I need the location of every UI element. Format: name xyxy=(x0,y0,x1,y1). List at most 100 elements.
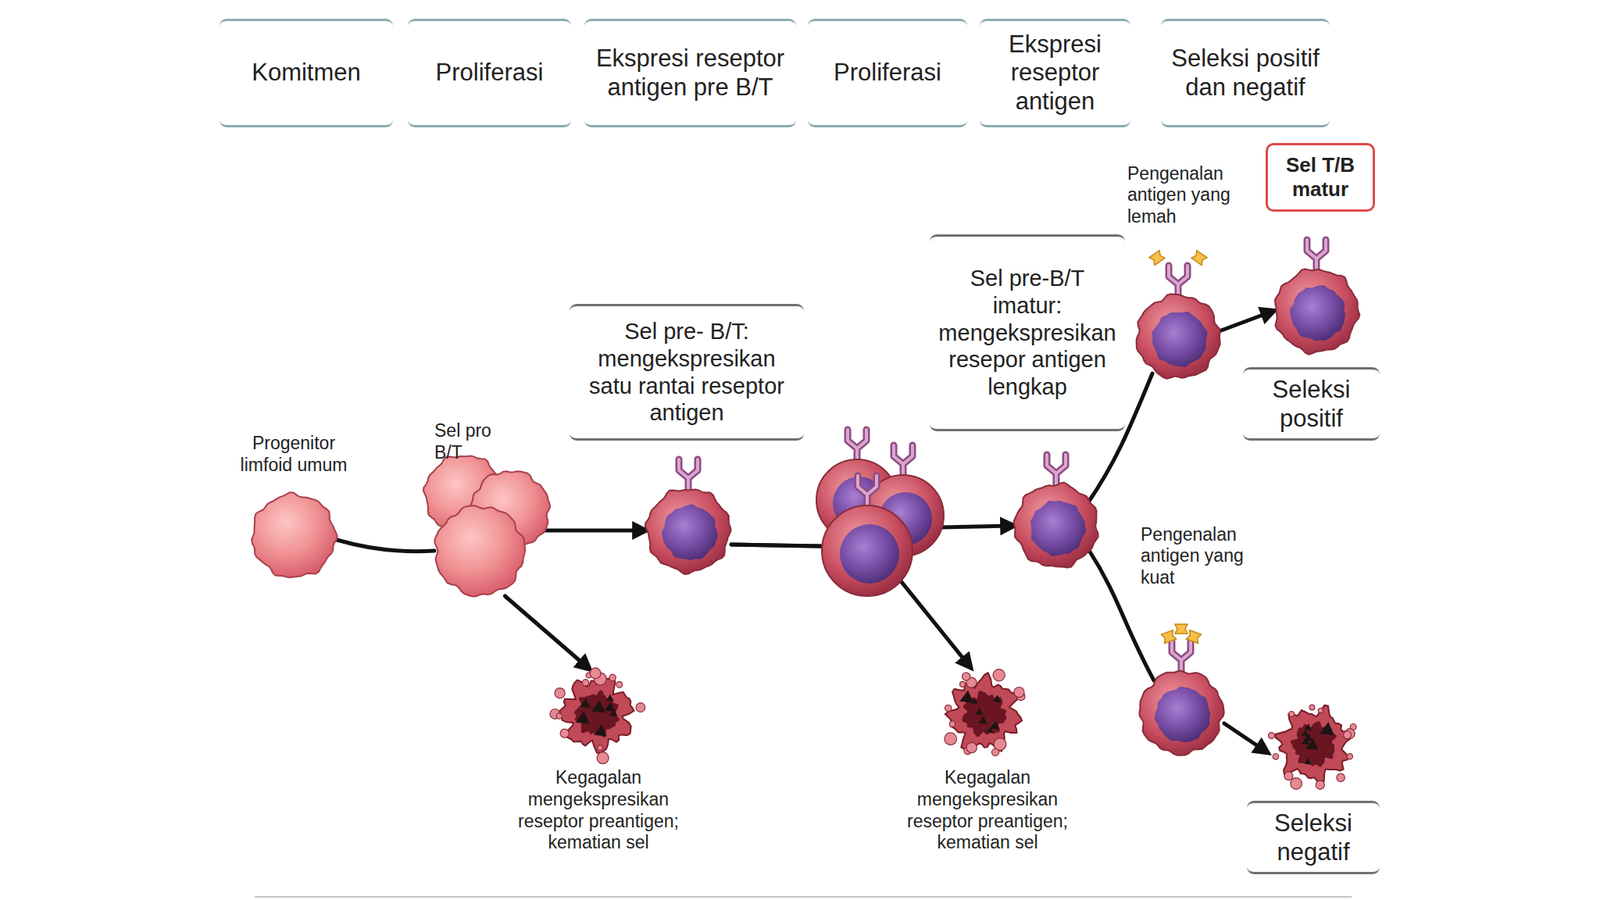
apoptotic-bleb xyxy=(1272,753,1279,761)
cell-label: Progenitor limfoid umum xyxy=(231,418,357,491)
cell-shape xyxy=(1135,293,1222,380)
dead-cell-core xyxy=(1290,721,1337,768)
cell-node: Kegagalan mengekspresikan reseptor prean… xyxy=(550,667,644,761)
apoptotic-bleb xyxy=(596,752,609,765)
flow-arrow xyxy=(1224,723,1268,753)
dead-cell-body xyxy=(945,672,1022,751)
cell-shape xyxy=(1273,267,1360,354)
cell-caption: Kegagalan mengekspresikan reseptor prean… xyxy=(885,761,1090,860)
apoptotic-bleb xyxy=(1315,780,1325,790)
cell-fragment xyxy=(591,700,606,713)
apoptotic-bleb xyxy=(949,721,955,727)
apoptotic-bleb xyxy=(960,681,966,687)
cell-caption: Kegagalan mengekspresikan reseptor prean… xyxy=(496,761,700,860)
cell-label: Sel pro B/T xyxy=(434,418,507,466)
stage-header-text: Ekspresi reseptor antigen pre B/T xyxy=(593,44,787,102)
cell-fragment xyxy=(605,694,614,702)
cell-fragment xyxy=(992,694,1002,703)
apoptotic-bleb xyxy=(1346,753,1353,760)
cell-node: Progenitor limfoid umum xyxy=(250,492,337,579)
cell-shape xyxy=(434,505,525,597)
cell-label: Pengenalan antigen yang kuat xyxy=(1140,521,1258,591)
cell-fragment xyxy=(978,716,987,725)
cell-nucleus xyxy=(839,524,900,584)
stage-header-text: Seleksi positif dan negatif xyxy=(1170,44,1321,102)
cell-node: Pengenalan antigen yang lemah xyxy=(1135,293,1222,380)
cell-body xyxy=(434,505,525,597)
apoptotic-bleb xyxy=(1268,732,1275,740)
cell-node: Seleksi negatif xyxy=(1267,697,1361,792)
apoptotic-bleb xyxy=(966,742,977,753)
cell-node: Sel pro B/T xyxy=(434,505,525,597)
dead-cell-body xyxy=(559,678,634,754)
cell-fragment xyxy=(575,711,590,725)
cell-node: Kegagalan mengekspresikan reseptor prean… xyxy=(937,667,1032,761)
flow-arrow xyxy=(505,596,590,669)
cell-body xyxy=(1275,268,1360,354)
cell-fragment xyxy=(593,725,608,737)
cell-shape xyxy=(1013,482,1100,569)
selection-bracket-box: Seleksi negatif xyxy=(1246,800,1380,875)
stage-bracket-box: Sel pre- B/T: mengekspresikan satu ranta… xyxy=(569,303,804,441)
cell-node: Sel pre-B/T imatur: mengekspresikan rese… xyxy=(1013,482,1100,569)
apoptotic-bleb xyxy=(1014,687,1025,698)
cell-label: Pengenalan antigen yang lemah xyxy=(1127,160,1245,230)
stage-header-text: Ekspresi reseptor antigen xyxy=(989,30,1122,117)
cell-node: Sel pre- B/T: mengekspresikan satu ranta… xyxy=(645,487,732,574)
apoptotic-bleb xyxy=(1343,731,1352,740)
cell-node: Pengenalan antigen yang kuat xyxy=(1138,669,1225,756)
cell-fragment xyxy=(579,698,590,708)
apoptotic-bleb xyxy=(1317,708,1323,714)
apoptotic-bleb xyxy=(560,728,569,738)
stage-header-box: Ekspresi reseptor antigen pre B/T xyxy=(584,18,797,128)
apoptotic-bleb xyxy=(582,679,589,686)
cell-body xyxy=(1014,482,1099,568)
antigen xyxy=(1160,630,1176,644)
cell-shape xyxy=(250,492,337,579)
apoptotic-bleb xyxy=(556,713,562,719)
antigen xyxy=(1149,250,1165,265)
apoptotic-bleb xyxy=(554,688,565,699)
stage-bracket-box: Sel pre-B/T imatur: mengekspresikan rese… xyxy=(929,234,1125,432)
stage-header-box: Ekspresi reseptor antigen xyxy=(979,18,1131,128)
stage-header-box: Proliferasi xyxy=(407,18,572,128)
antigen xyxy=(1185,630,1201,644)
cell-shape xyxy=(1138,669,1225,756)
stage-header-text: Proliferasi xyxy=(435,58,544,88)
stage-header-box: Komitmen xyxy=(219,18,393,128)
cell-fragment xyxy=(1303,723,1312,731)
dead-cell-core xyxy=(574,689,621,738)
apoptotic-bleb xyxy=(1290,778,1303,790)
apoptotic-bleb xyxy=(589,667,601,679)
stage-header-box: Proliferasi xyxy=(807,18,968,128)
stage-header-text: Proliferasi xyxy=(833,58,942,88)
cell-fragment xyxy=(603,701,615,712)
selection-bracket-box: Seleksi positif xyxy=(1242,367,1380,441)
cell-fragment xyxy=(959,690,974,704)
apoptotic-bleb xyxy=(1284,771,1293,781)
apoptotic-bleb xyxy=(992,748,1000,756)
cell-body xyxy=(251,492,338,578)
apoptotic-bleb xyxy=(944,732,958,746)
apoptotic-bleb xyxy=(597,745,603,750)
cell-shape xyxy=(645,487,732,574)
stage-header-text: Komitmen xyxy=(251,58,361,88)
cell-nucleus xyxy=(1030,500,1086,557)
apoptotic-bleb xyxy=(635,703,646,713)
flow-arrow xyxy=(336,539,435,552)
flow-arrow xyxy=(1221,310,1274,331)
cell-fragment xyxy=(1303,758,1311,765)
apoptotic-bleb xyxy=(1289,711,1295,718)
apoptotic-bleb xyxy=(962,672,971,681)
bottom-rule xyxy=(254,896,1352,898)
cell-body xyxy=(821,505,913,597)
apoptotic-bleb xyxy=(992,669,1005,682)
apoptotic-bleb xyxy=(1309,704,1315,711)
cell-body xyxy=(1136,293,1221,379)
dead-cell-body xyxy=(1275,705,1355,786)
apoptotic-bleb xyxy=(609,674,616,681)
cell-nucleus xyxy=(661,504,718,561)
cell-fragment xyxy=(975,707,983,715)
cell-fragment xyxy=(1303,733,1313,742)
